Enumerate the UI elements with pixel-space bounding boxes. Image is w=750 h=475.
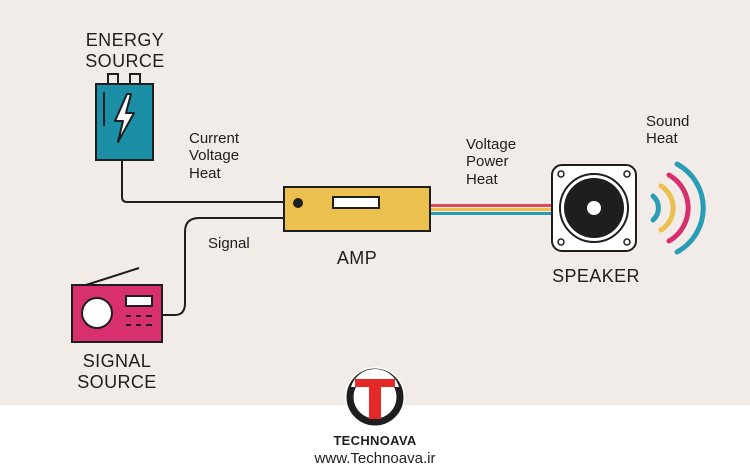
amp-box — [283, 186, 431, 232]
technoava-logo — [345, 367, 405, 427]
speaker-output-label: Sound Heat — [646, 113, 689, 148]
energy-wire — [121, 160, 284, 203]
speaker-icon — [551, 164, 637, 252]
energy-flow-current: Current — [189, 130, 240, 147]
energy-flow-voltage: Voltage — [189, 147, 240, 165]
watermark-url: www.Technoava.ir — [314, 450, 436, 467]
amp-output-heat: Heat — [466, 170, 498, 188]
radio-icon — [71, 267, 163, 343]
amp-label: AMP — [336, 248, 378, 268]
energy-source-label-line1: ENERGY — [85, 30, 165, 50]
signal-source-label: SIGNAL SOURCE — [64, 351, 170, 392]
energy-source-label-line2: SOURCE — [85, 50, 165, 71]
amp-output-power: Power — [466, 153, 509, 171]
amp-output-voltage: Voltage — [466, 136, 517, 153]
speaker-output-heat: Heat — [646, 130, 678, 148]
signal-wire — [161, 217, 284, 316]
speaker-output-sound: Sound — [646, 113, 690, 130]
battery-icon — [95, 73, 154, 161]
amp-output-label: Voltage Power Heat — [466, 136, 516, 188]
signal-source-label-line2: SOURCE — [77, 371, 157, 392]
speaker-label: SPEAKER — [552, 266, 640, 286]
signal-source-label-line1: SIGNAL — [82, 351, 152, 371]
energy-source-label: ENERGY SOURCE — [72, 30, 178, 71]
amp-to-speaker-cable — [430, 204, 552, 215]
watermark-brand: TECHNOAVA — [333, 433, 417, 448]
energy-flow-heat: Heat — [189, 164, 221, 182]
energy-flow-label: Current Voltage Heat — [189, 130, 239, 182]
signal-flow-label: Signal — [208, 235, 250, 252]
sound-waves-icon — [650, 161, 706, 255]
